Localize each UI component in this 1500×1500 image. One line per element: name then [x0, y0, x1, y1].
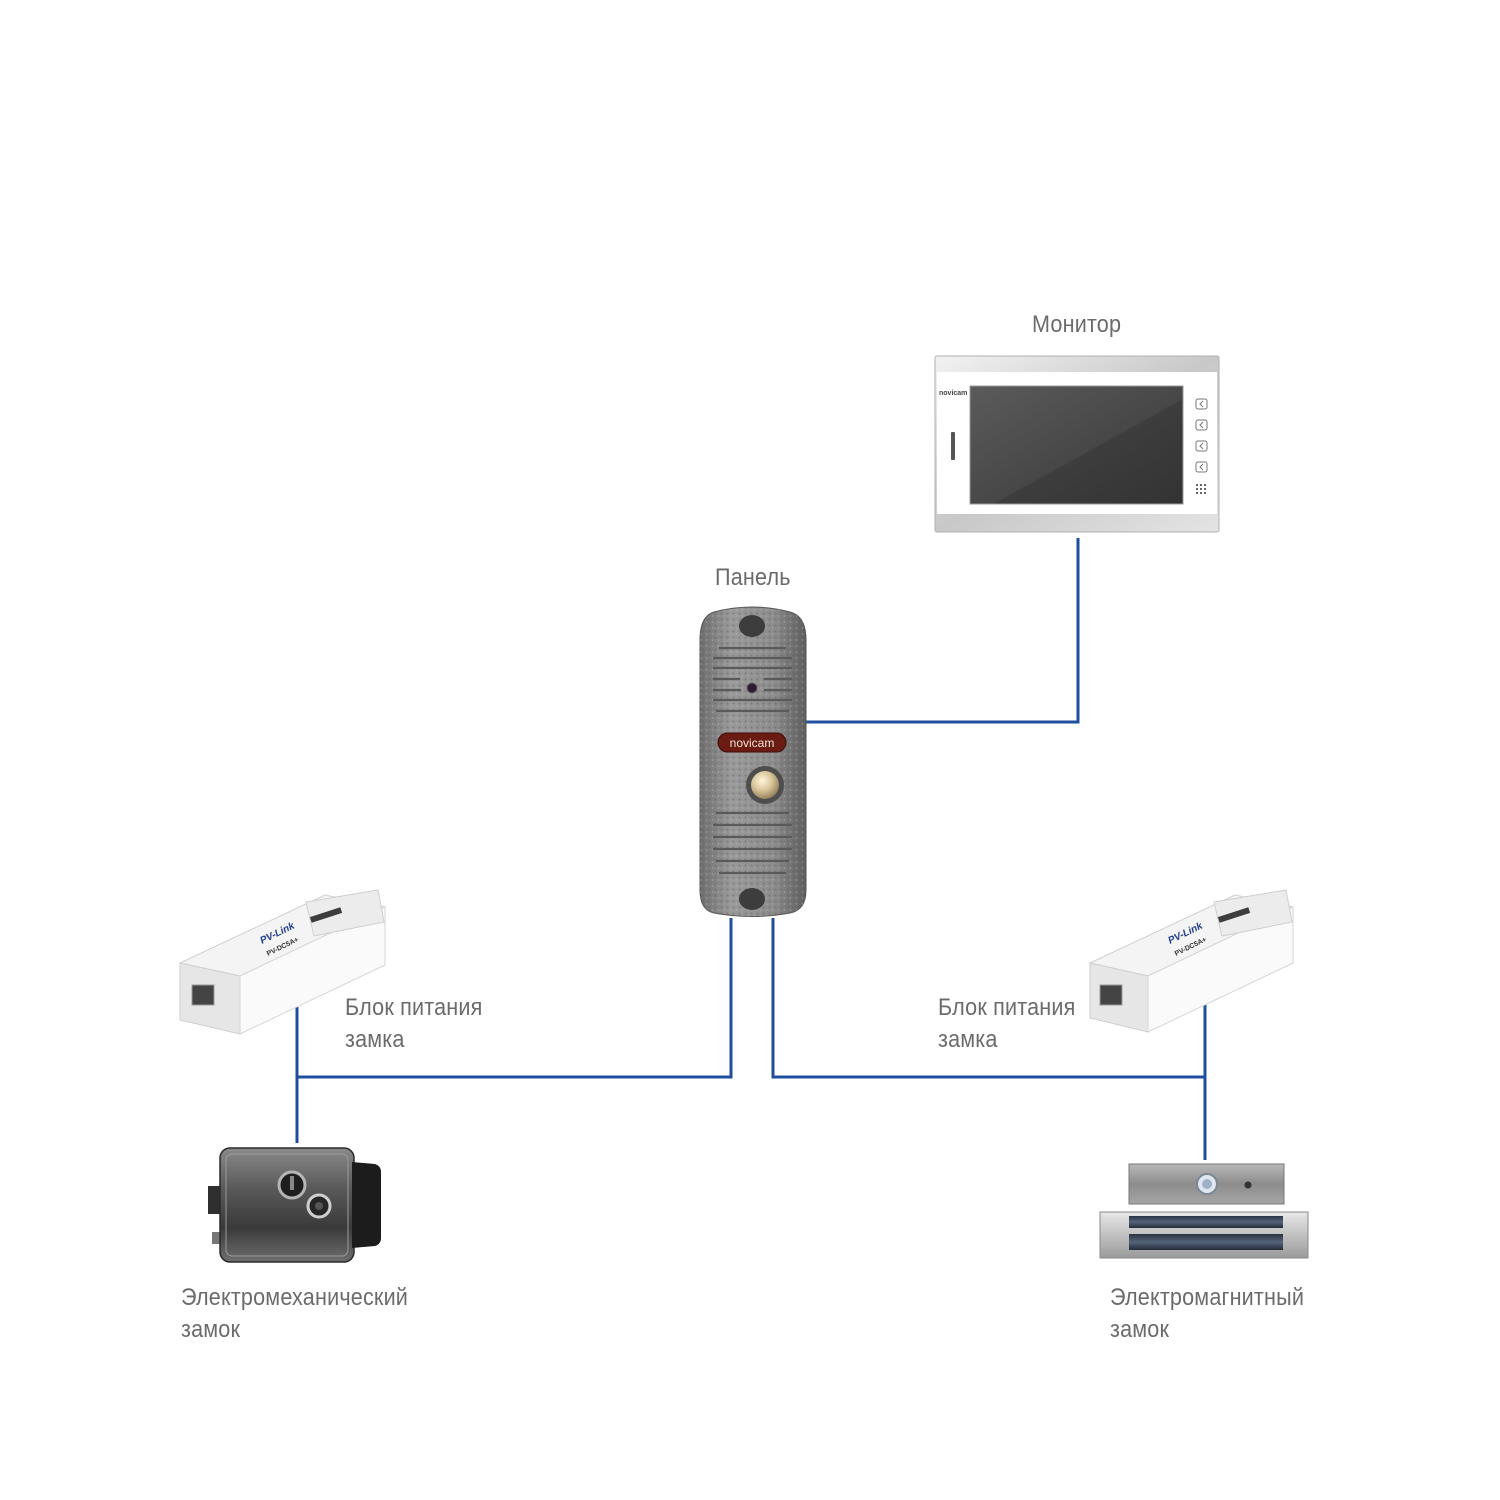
- label-lock-left-line1: Электромеханический: [181, 1284, 409, 1311]
- label-psu-left-line1: Блок питания: [345, 994, 483, 1021]
- panel-screw-top: [739, 615, 765, 637]
- label-monitor-text: Монитор: [1032, 311, 1122, 338]
- wire-panel-left: [297, 918, 733, 1079]
- video-monitor-icon: novicam: [934, 355, 1220, 533]
- panel-logo-plate: [717, 732, 787, 753]
- power-supply-icon-left: PV-Link PV-DC5A+: [178, 889, 387, 1035]
- label-lock-right-line1: Электромагнитный: [1110, 1284, 1305, 1311]
- label-panel: Панель: [715, 562, 791, 594]
- wires: [295, 538, 1207, 1160]
- label-psu-right: Блок питания замка: [938, 992, 1076, 1056]
- label-psu-right-line1: Блок питания: [938, 994, 1076, 1021]
- label-lock-right-line2: замок: [1110, 1316, 1170, 1343]
- monitor-speaker-icon: [1196, 484, 1206, 494]
- label-psu-right-line2: замка: [938, 1026, 998, 1053]
- label-lock-electromagnetic: Электромагнитный замок: [1110, 1282, 1304, 1346]
- label-psu-left-line2: замка: [345, 1026, 405, 1053]
- panel-call-button-icon: [751, 771, 779, 799]
- panel-screw-bottom: [739, 888, 765, 910]
- door-call-panel-icon: novicam: [699, 606, 807, 917]
- electromechanical-lock-icon: [208, 1147, 381, 1263]
- label-lock-electromechanical: Электромеханический замок: [181, 1282, 408, 1346]
- electromagnetic-lock-icon: [1099, 1163, 1309, 1259]
- monitor-buttons: [1195, 398, 1208, 473]
- panel-logo: novicam: [730, 736, 775, 750]
- label-psu-left: Блок питания замка: [345, 992, 483, 1056]
- panel-camera-icon: [746, 682, 758, 694]
- label-lock-left-line2: замок: [181, 1316, 241, 1343]
- monitor-screen: [969, 385, 1184, 505]
- wire-panel-right: [771, 918, 1205, 1079]
- label-panel-text: Панель: [715, 564, 791, 591]
- psu-right-jack: [1099, 984, 1123, 1006]
- psu-left-jack: [191, 984, 215, 1006]
- power-supply-icon-right: PV-Link PV-DC5A+: [1088, 889, 1295, 1033]
- monitor-logo: novicam: [939, 390, 967, 397]
- panel-mic-grille: [713, 811, 792, 875]
- monitor-mic-icon: [951, 432, 955, 460]
- panel-speaker-grille: [713, 646, 792, 713]
- wire-panel-monitor: [806, 538, 1080, 724]
- label-monitor: Монитор: [1032, 309, 1121, 341]
